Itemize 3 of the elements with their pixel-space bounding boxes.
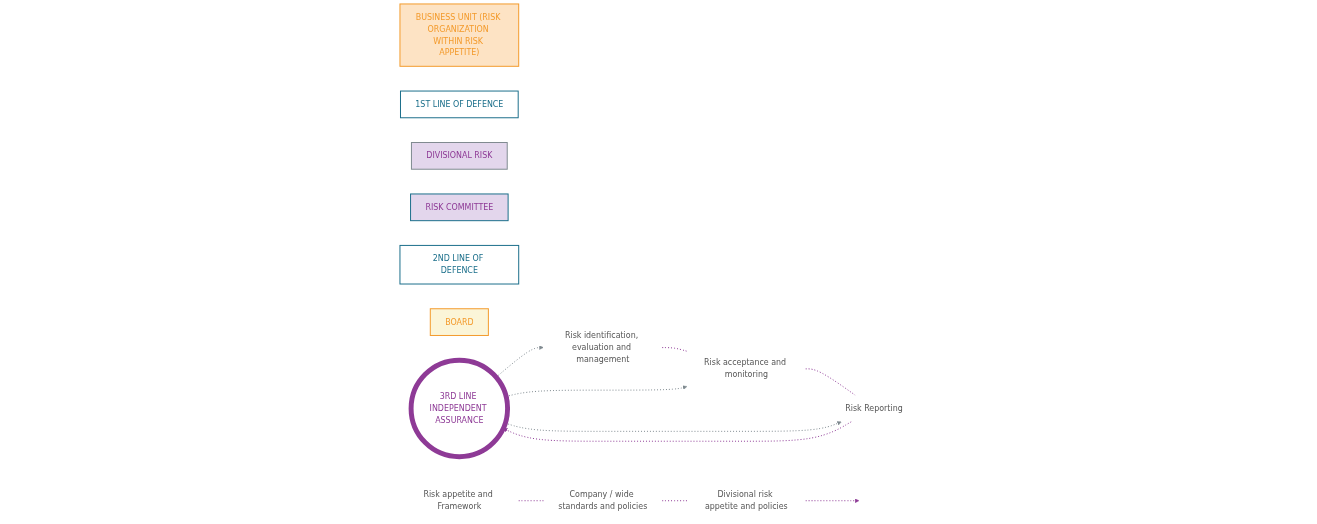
- connector: [661, 347, 688, 352]
- connector: [804, 368, 856, 396]
- connector: [661, 500, 688, 502]
